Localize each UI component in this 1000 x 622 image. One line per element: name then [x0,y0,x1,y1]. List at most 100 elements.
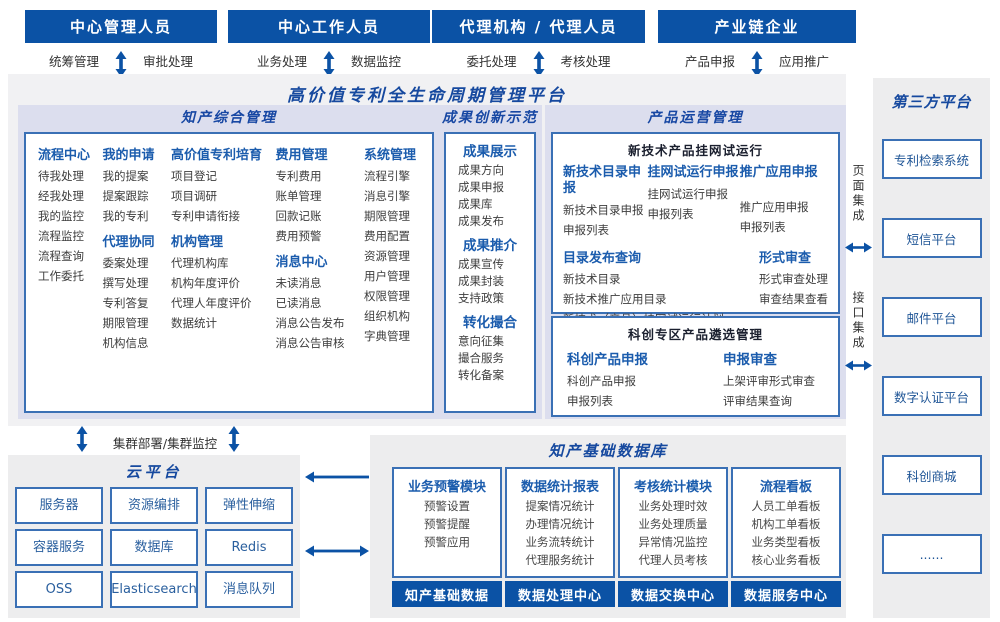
cloud-service-box: 容器服务 [15,529,103,566]
section-title: 知产综合管理 [181,110,277,126]
section-title: 产品运营管理 [647,110,744,126]
menu-item: 成果发布 [458,214,504,228]
data-card-footer: 知产基础数据 [392,581,502,607]
menu-item: 成果宣传 [458,257,504,271]
menu-item: 专利费用 [275,169,322,183]
role-activity-label: 业务处理 [256,53,307,69]
menu-item: 委案处理 [102,256,149,270]
subsection-trial-operation: 新技术产品挂网试运行 新技术目录申报 新技术目录申报申报列表 挂网试运行申报 挂… [551,132,840,326]
menu-item: 专利答复 [102,296,149,310]
menu-column: 我的申请 我的提案提案跟踪我的专利 代理协同 委案处理撰写处理专利答复期限管理机… [103,136,159,409]
menu-column: 费用管理 专利费用账单管理回款记账费用预警 消息中心 未读消息已读消息消息公告发… [276,136,352,409]
group-header: 形式审查 [759,251,812,266]
horizontal-double-arrow-icon [845,242,872,253]
group-header: 转化撮合 [463,315,517,331]
menu-item: 消息公告审核 [275,336,345,350]
menu-item: 成果封装 [458,274,504,288]
menu-column: 科创产品申报 科创产品申报申报列表 [567,345,689,414]
menu-item: 消息公告发布 [275,316,345,330]
menu-column: 推广应用申报 推广应用申报申报列表 [740,161,828,243]
menu-item: 我的提案 [102,169,149,183]
menu-item: 申报列表 [739,220,786,234]
menu-item: 组织机构 [364,309,410,323]
horizontal-double-arrow-icon [305,545,369,557]
third-party-panel: 第三方平台 专利检索系统短信平台邮件平台数字认证平台科创商城...... [873,78,990,618]
data-card-item: 业务类型看板 [751,535,821,549]
group-header: 机构管理 [171,235,224,250]
menu-column: 新技术目录申报 新技术目录申报申报列表 [563,161,648,243]
data-card-footer: 数据处理中心 [505,581,615,607]
cloud-platform-title: 云平台 [125,463,183,481]
group-header: 科创产品申报 [567,352,648,368]
data-card-item: 预警提醒 [424,517,470,531]
cloud-service-box: 资源编排 [110,487,198,524]
menu-item: 费用预警 [275,229,322,243]
menu-item: 数据统计 [171,316,217,330]
menu-item: 支持政策 [458,291,504,305]
role-title: 产业链企业 [658,10,856,43]
role-block-agencies: 代理机构 / 代理人员 委托处理 考核处理 [432,10,645,77]
group-header: 消息中心 [275,255,328,270]
cloud-service-box: 消息队列 [205,571,293,608]
platform-title: 高价值专利全生命周期管理平台 [287,86,567,106]
menu-column: 系统管理 流程引擎消息引擎期限管理费用配置资源管理用户管理权限管理组织机构字典管… [364,136,420,409]
section-body: 成果展示 成果方向成果申报成果库成果发布 成果推介 成果宣传成果封装支持政策 转… [444,132,536,413]
menu-item: 消息引擎 [364,189,410,203]
vertical-double-arrow-icon [533,51,544,77]
data-card-item: 代理服务统计 [525,553,595,567]
cloud-service-box: 数据库 [110,529,198,566]
data-card-item: 人员工单看板 [751,499,821,513]
menu-item: 未读消息 [275,276,322,290]
section-body: 流程中心 待我处理经我处理我的监控流程监控流程查询工作委托 我的申请 我的提案提… [24,132,434,413]
menu-item: 机构信息 [102,336,149,350]
group-header: 推广应用申报 [739,165,818,180]
data-card-item: 提案情况统计 [525,499,595,513]
group-header: 我的申请 [102,148,155,163]
cloud-service-box: Redis [205,529,293,566]
role-block-center-staff: 中心工作人员 业务处理 数据监控 [228,10,430,77]
role-title: 中心管理人员 [25,10,217,43]
menu-item: 流程监控 [38,229,84,243]
menu-item: 工作委托 [38,269,84,283]
vertical-double-arrow-icon [751,51,763,77]
section-title: 成果创新示范 [442,110,538,126]
role-activity-label: 审批处理 [143,53,194,69]
group-header: 挂网试运行申报 [647,165,739,180]
platform-panel: 高价值专利全生命周期管理平台 知产综合管理 流程中心 待我处理经我处理我的监控流… [8,74,846,426]
data-card-kanban: 流程看板 人员工单看板机构工单看板业务类型看板核心业务看板 [731,467,841,578]
menu-item: 提案跟踪 [102,189,149,203]
menu-item: 新技术推广应用目录 [563,292,667,306]
menu-item: 账单管理 [275,189,322,203]
cloud-service-box: Elasticsearch [110,571,198,608]
third-party-item: 专利检索系统 [881,139,982,179]
vertical-double-arrow-icon [228,426,240,452]
group-header: 系统管理 [364,148,417,163]
group-header: 费用管理 [275,148,328,163]
group-header: 成果推介 [463,238,517,254]
menu-item: 机构年度评价 [171,276,240,290]
subsection-title: 新技术产品挂网试运行 [627,143,763,158]
section-product-ops: 产品运营管理 新技术产品挂网试运行 新技术目录申报 新技术目录申报申报列表 挂网… [545,105,846,419]
vertical-double-arrow-icon [76,426,88,452]
data-card-footer: 数据服务中心 [731,581,841,607]
role-activity-label: 产品申报 [684,53,735,69]
menu-item: 形式审查处理 [759,272,828,286]
data-card-item: 机构工单看板 [751,517,821,531]
arrow-left-icon [305,471,369,483]
menu-item: 上架评审形式审查 [723,374,815,388]
data-card-assessment: 考核统计模块 业务处理时效业务处理质量异常情况监控代理人员考核 [618,467,728,578]
menu-item: 新技术目录 [563,272,621,286]
group-header: 目录发布查询 [563,251,642,266]
data-card-item: 业务流转统计 [525,535,595,549]
integration-label-api: 接口集成 [851,291,865,351]
menu-item: 评审结果查询 [723,394,792,408]
menu-item: 费用配置 [364,229,410,243]
menu-column: 挂网试运行申报 挂网试运行申报申报列表 [648,161,740,243]
menu-item: 成果方向 [458,163,504,177]
menu-column: 高价值专利培育 项目登记项目调研专利申请衔接 机构管理 代理机构库机构年度评价代… [171,136,263,409]
data-card-header: 流程看板 [759,480,812,495]
menu-item: 申报列表 [563,223,609,237]
vertical-double-arrow-icon [323,51,335,77]
section-achievement: 成果创新示范 成果展示 成果方向成果申报成果库成果发布 成果推介 成果宣传成果封… [438,105,542,419]
role-activity-label: 数据监控 [351,53,402,69]
